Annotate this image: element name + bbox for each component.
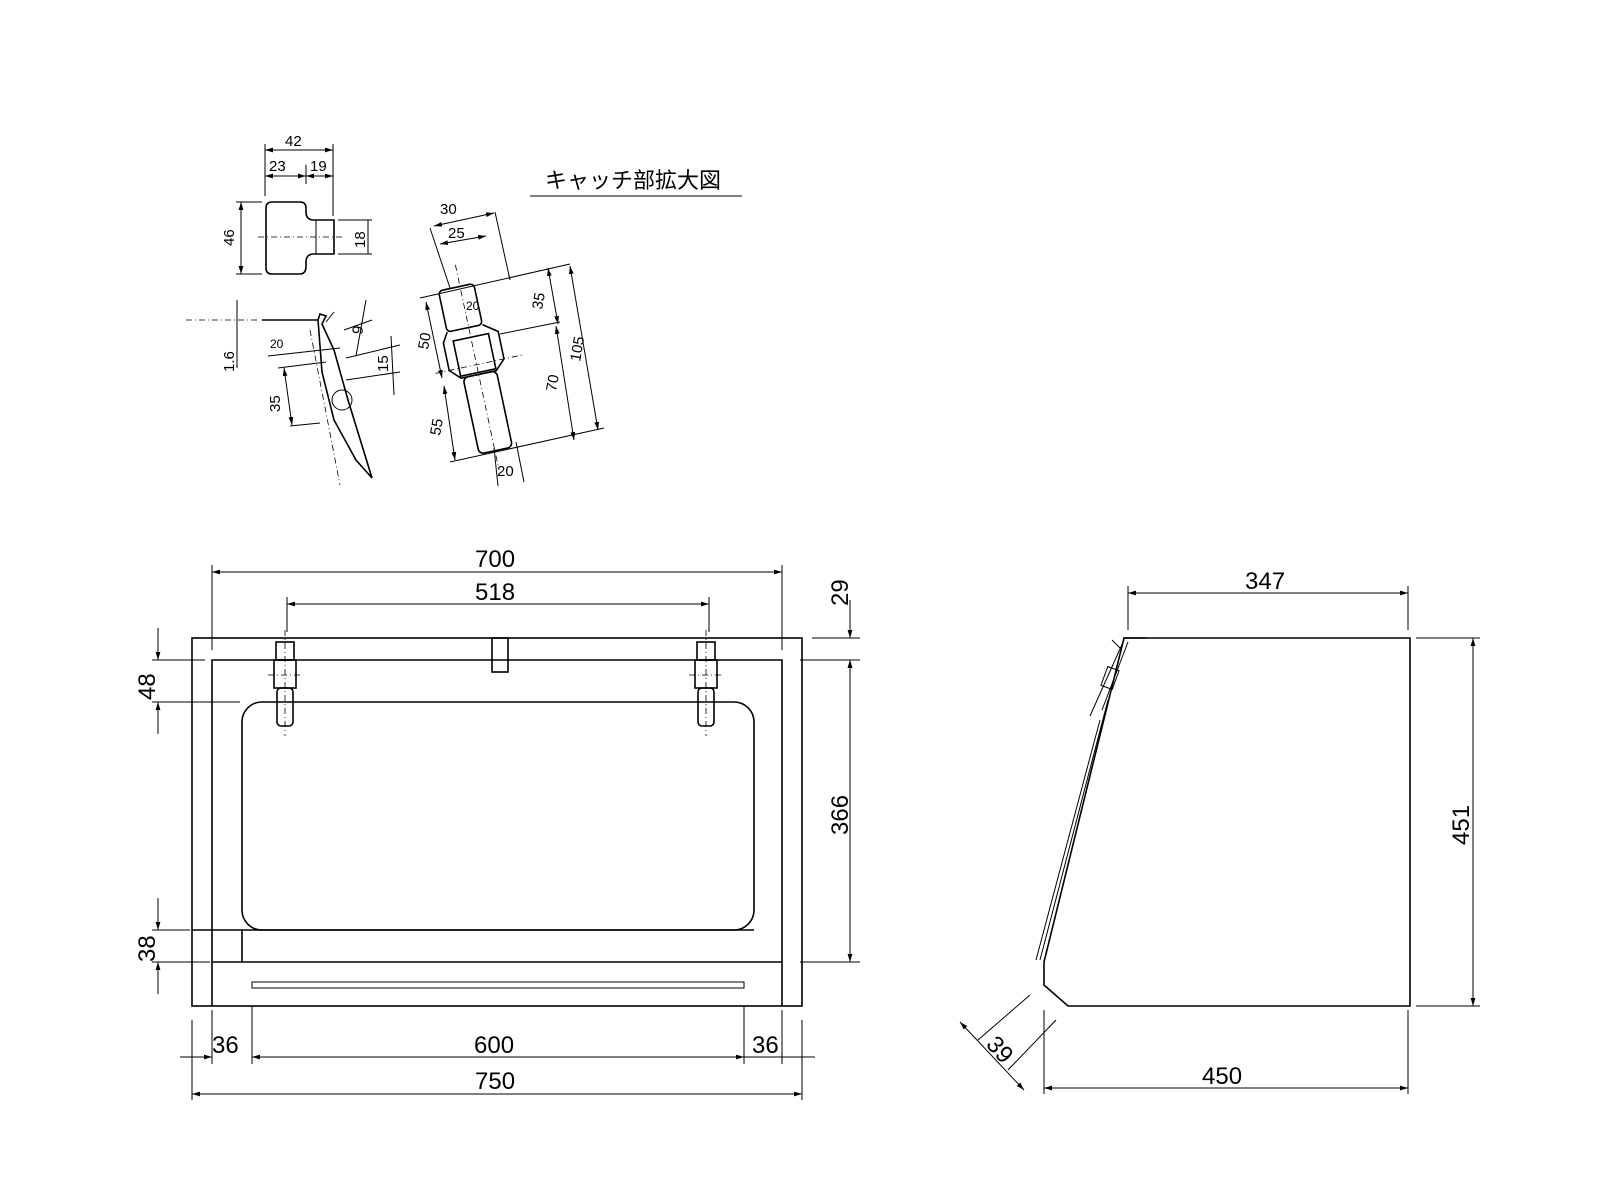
dim-1.6: 1.6: [221, 351, 238, 372]
latch-right: [689, 630, 723, 736]
dim-20-bottom: 20: [497, 463, 514, 480]
dim-55: 55: [427, 417, 447, 436]
side-view: 347 451 450 39: [959, 568, 1480, 1094]
dim-36-right: 36: [752, 1032, 779, 1059]
dim-30: 30: [440, 201, 457, 218]
dim-29: 29: [827, 579, 854, 606]
dim-38: 38: [134, 935, 161, 962]
detail-title: キャッチ部拡大図: [545, 168, 721, 193]
dim-366: 366: [827, 795, 854, 835]
dim-18: 18: [352, 231, 369, 248]
dim-70: 70: [543, 373, 563, 392]
dim-20-inner: 20: [466, 299, 480, 313]
dim-20-side: 20: [270, 337, 284, 351]
dim-15: 15: [375, 355, 392, 372]
dim-46: 46: [221, 229, 238, 246]
dim-347: 347: [1245, 568, 1285, 595]
catch-detail: キャッチ部拡大図 42 23 19 46 18 1.6 20 9: [186, 133, 742, 487]
dim-39: 39: [981, 1031, 1019, 1069]
dim-451: 451: [1448, 805, 1475, 845]
dim-700: 700: [475, 546, 515, 573]
dim-48: 48: [134, 673, 161, 700]
dim-50: 50: [415, 331, 435, 350]
dim-105: 105: [567, 335, 588, 363]
catch-side-view: 1.6 20 9 15 35: [186, 299, 401, 486]
dim-23: 23: [269, 158, 286, 175]
dim-36-left: 36: [212, 1032, 239, 1059]
dim-518: 518: [475, 579, 515, 606]
dim-450: 450: [1202, 1063, 1242, 1090]
dim-600: 600: [474, 1032, 514, 1059]
catch-front-view: 30 25 20 35 105 70 50 55 20: [415, 201, 605, 487]
dim-9: 9: [349, 325, 367, 336]
plate-view: 42 23 19 46 18: [221, 133, 372, 275]
dim-42: 42: [285, 133, 302, 150]
dim-35-side: 35: [267, 395, 284, 412]
window: [241, 701, 755, 931]
dim-19: 19: [310, 158, 327, 175]
front-view: 700 518 29 366 48 38 36 600 36 750: [134, 546, 860, 1100]
dim-35-front: 35: [529, 291, 549, 310]
dim-25: 25: [448, 225, 465, 242]
latch-left: [268, 630, 302, 736]
dim-750: 750: [475, 1068, 515, 1095]
center-tab: [491, 637, 509, 673]
